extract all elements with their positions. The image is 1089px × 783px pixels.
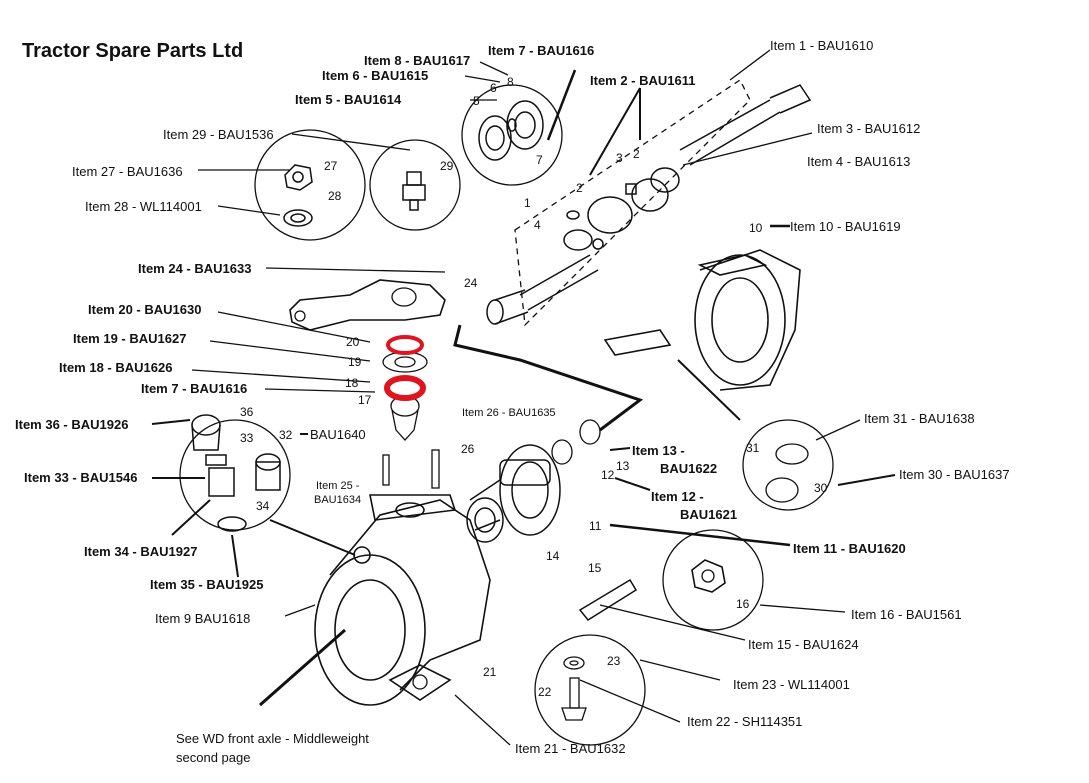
callout-21: 21 [483,665,497,679]
label-item-2: Item 2 - BAU1611 [590,73,696,88]
callout-32: 32 [279,428,293,442]
note-line-1: See WD front axle - Middleweight [176,731,369,746]
callout-6: 6 [490,81,497,95]
label-item-22: Item 22 - SH114351 [687,714,803,729]
label-item-26: Item 26 - BAU1635 [462,407,556,419]
label-item-35: Item 35 - BAU1925 [150,577,264,592]
callout-36: 36 [240,405,254,419]
label-item-28: Item 28 - WL114001 [85,199,202,214]
note-line-2: second page [176,750,251,765]
label-item-27: Item 27 - BAU1636 [72,164,183,179]
callout-1: 1 [524,196,531,210]
callout-29: 29 [440,159,454,173]
label-item-34: Item 34 - BAU1927 [84,544,198,559]
callout-24: 24 [464,276,478,290]
label-item-31: Item 31 - BAU1638 [864,411,975,426]
callout-33: 33 [240,431,254,445]
callout-34: 34 [256,499,270,513]
callout-18: 18 [345,376,359,390]
label-item-18: Item 18 - BAU1626 [59,360,173,375]
callout-13: 13 [616,459,630,473]
label-item-25-b: BAU1634 [314,494,362,506]
label-item-20: Item 20 - BAU1630 [88,302,202,317]
label-item-30: Item 30 - BAU1637 [899,467,1010,482]
label-item-6: Item 6 - BAU1615 [322,68,429,83]
label-item-5: Item 5 - BAU1614 [295,92,402,107]
label-item-32: BAU1640 [310,427,366,442]
callout-20: 20 [346,335,360,349]
callout-28: 28 [328,189,342,203]
callout-12: 12 [601,468,615,482]
callout-27: 27 [324,159,338,173]
label-item-36: Item 36 - BAU1926 [15,417,129,432]
label-item-1: Item 1 - BAU1610 [770,38,874,53]
callout-11: 11 [589,519,602,533]
callout-14: 14 [546,549,560,563]
company-title: Tractor Spare Parts Ltd [22,40,244,62]
label-item-21: Item 21 - BAU1632 [515,741,626,756]
label-item-12-a: Item 12 - [651,489,704,504]
label-item-13-a: Item 13 - [632,443,685,458]
callout-2a: 2 [576,181,583,195]
callout-19: 19 [348,355,362,369]
callout-2b: 2 [633,147,640,161]
label-item-11: Item 11 - BAU1620 [793,541,906,556]
label-item-8: Item 8 - BAU1617 [364,53,471,68]
callout-8: 8 [507,75,514,89]
label-item-23: Item 23 - WL114001 [733,677,850,692]
callout-30: 30 [814,481,828,495]
label-item-33: Item 33 - BAU1546 [24,470,138,485]
callout-3: 3 [616,151,623,165]
label-item-12-b: BAU1621 [680,507,738,522]
label-item-25-a: Item 25 - [316,480,360,492]
callout-31: 31 [746,441,760,455]
callout-15: 15 [588,561,602,575]
callout-16: 16 [736,597,750,611]
label-item-24: Item 24 - BAU1633 [138,261,252,276]
callout-26: 26 [461,442,475,456]
callout-4: 4 [534,218,541,232]
label-item-4: Item 4 - BAU1613 [807,154,911,169]
callout-5: 5 [473,94,480,108]
label-item-7-top: Item 7 - BAU1616 [488,43,595,58]
label-item-29: Item 29 - BAU1536 [163,127,274,142]
label-item-15: Item 15 - BAU1624 [748,637,859,652]
label-item-13-b: BAU1622 [660,461,718,476]
label-item-19: Item 19 - BAU1627 [73,331,187,346]
callout-7: 7 [536,153,543,167]
label-item-3: Item 3 - BAU1612 [817,121,921,136]
callout-22: 22 [538,685,552,699]
label-item-7-lower: Item 7 - BAU1616 [141,381,248,396]
callout-23: 23 [607,654,621,668]
callout-10: 10 [749,221,763,235]
label-item-9: Item 9 BAU1618 [155,611,251,626]
label-item-16: Item 16 - BAU1561 [851,607,962,622]
callout-17: 17 [358,393,372,407]
label-item-10: Item 10 - BAU1619 [790,219,901,234]
